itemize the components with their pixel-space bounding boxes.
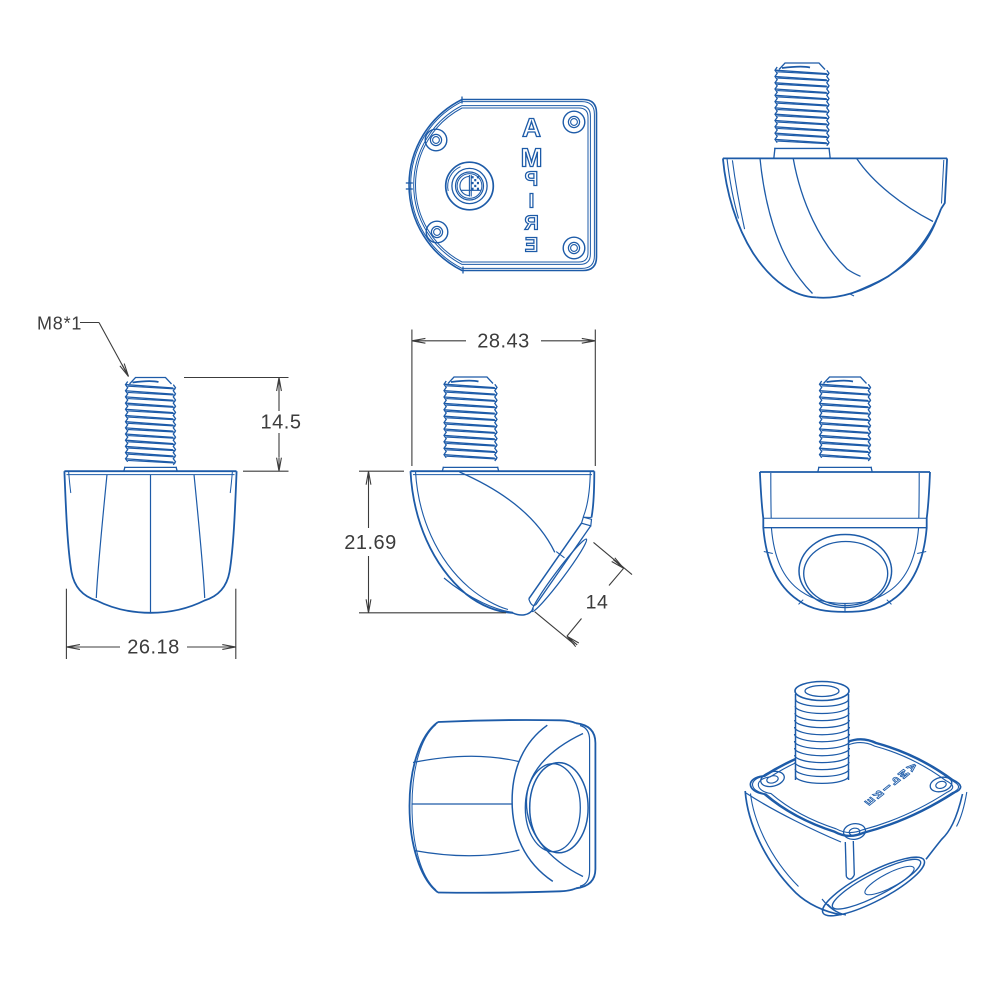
svg-text:26.18: 26.18 bbox=[127, 637, 180, 659]
svg-text:14: 14 bbox=[586, 592, 609, 614]
svg-text:AMPIRE: AMPIRE bbox=[861, 760, 921, 808]
svg-text:AM: AM bbox=[517, 113, 547, 173]
svg-text:PIRE: PIRE bbox=[521, 169, 543, 257]
svg-text:14.5: 14.5 bbox=[261, 412, 302, 434]
svg-text:21.69: 21.69 bbox=[344, 532, 397, 554]
svg-text:28.43: 28.43 bbox=[477, 331, 530, 353]
svg-text:M8*1: M8*1 bbox=[37, 314, 82, 334]
